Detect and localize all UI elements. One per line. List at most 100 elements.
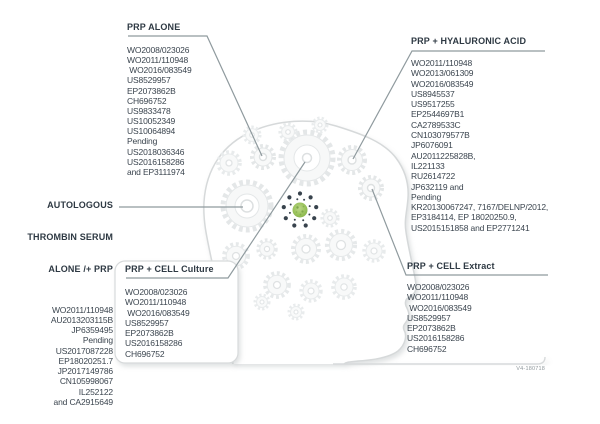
patent-number: CH696752 [125, 348, 165, 359]
patent-number: US2016158286 [127, 156, 185, 167]
version-label: V4-180718 [516, 366, 545, 372]
gear [299, 279, 323, 303]
gear [250, 144, 276, 170]
patent-number: Pending [82, 335, 113, 346]
gear [362, 239, 386, 263]
patent-group-autologous-thrombin-serum: AUTOLOGOUS THROMBIN SERUM ALONE /+ PRP W… [18, 179, 113, 407]
patent-number: CN105998067 [59, 376, 113, 387]
patent-number: WO2011/110948 [51, 304, 113, 315]
patent-number: EP2544697B1 [411, 109, 465, 120]
patent-number: WO2011/110948 [407, 292, 469, 303]
patent-number: CH696752 [407, 343, 447, 354]
leader-line-extract [371, 188, 548, 276]
gear [253, 293, 271, 311]
leader-line-hyaluronic [352, 50, 545, 160]
gear [263, 271, 291, 299]
patent-number: WO2011/110948 [127, 55, 189, 66]
patent-number: Pending [127, 136, 158, 147]
group-title-line: THROMBIN SERUM [27, 231, 113, 242]
patent-number: US2018036346 [127, 146, 185, 157]
patent-number: IL221133 [411, 160, 445, 171]
patent-number: AU2013203115B [50, 314, 113, 325]
gear [220, 179, 274, 233]
group-title-line: AUTOLOGOUS [47, 200, 113, 211]
patent-number: WO2008/023026 [127, 45, 190, 55]
gear [291, 234, 321, 264]
patent-number: WO2013/061309 [411, 68, 474, 79]
patent-number: EP2073862B [407, 323, 456, 334]
gear [320, 208, 340, 228]
patent-number: Pending [411, 191, 442, 202]
patent-number: US8529957 [127, 75, 171, 86]
patent-number: US10052349 [127, 116, 176, 127]
group-title: PRP + CELL Culture [125, 264, 214, 274]
gear [287, 303, 305, 321]
group-title: PRP + CELL Extract [407, 261, 495, 271]
patent-number: IL252122 [78, 386, 113, 397]
prp-cell-icon [281, 191, 319, 228]
patent-number: US2016158286 [407, 333, 465, 344]
gear [311, 116, 329, 134]
gear [331, 274, 357, 300]
gear [278, 129, 336, 187]
patent-number: JP2017149786 [57, 366, 114, 377]
patent-number: JP632119 and [411, 181, 464, 192]
patent-number: US9517255 [411, 99, 455, 110]
patent-number: US8529957 [407, 312, 451, 323]
patent-number: US8529957 [125, 317, 169, 328]
patent-number: WO2011/110948 [411, 58, 473, 68]
patent-number: WO2008/023026 [125, 287, 188, 297]
cell-halo-dots [281, 191, 319, 228]
gear [337, 145, 367, 175]
patent-number: EP18020251.7 [58, 355, 114, 366]
patent-number: EP2073862B [125, 328, 174, 338]
gear [216, 150, 242, 176]
group-title-line: ALONE /+ PRP [48, 263, 113, 274]
patent-number: WO2016/083549 [127, 65, 192, 76]
gear [256, 238, 278, 260]
patent-number: WO2011/110948 [125, 297, 187, 308]
patent-number: and EP3111974 [127, 166, 185, 177]
patent-number: AU2011225828B, [411, 150, 476, 161]
patent-number: and CA2915649 [53, 396, 114, 407]
patent-number: JP6076091 [411, 140, 453, 151]
group-title: PRP ALONE [127, 22, 181, 32]
patent-number: CA2789533C [411, 119, 461, 130]
group-title: AUTOLOGOUS THROMBIN SERUM ALONE /+ PRP [18, 179, 113, 296]
patent-number: KR20130067247, 7167/DELNP/2012, [411, 202, 549, 213]
patent-number: WO2016/083549 [407, 302, 472, 313]
patent-number: JP6359495 [71, 325, 113, 336]
gear [358, 175, 384, 201]
gears-graphic [216, 116, 386, 321]
patent-number: CN103079577B [411, 130, 470, 141]
patent-number: US2016158286 [125, 338, 183, 349]
patent-number: WO2016/083549 [411, 78, 474, 89]
patent-number: EP3184114, EP 18020250.9, [411, 212, 517, 223]
patent-number: WO2008/023026 [407, 282, 470, 292]
patent-number: US2015151858 and EP2771241 [411, 222, 530, 233]
leader-line-prp-alone [128, 35, 263, 157]
leader-line-culture [126, 161, 306, 279]
patent-number: RU2614722 [411, 171, 456, 182]
patent-number: US10064894 [127, 126, 176, 137]
group-title: PRP + HYALURONIC ACID [411, 36, 527, 46]
patent-number: EP2073862B [127, 85, 176, 96]
patent-number: WO2016/083549 [125, 307, 190, 318]
gear [324, 228, 358, 262]
patent-number: US2017087228 [55, 345, 113, 356]
extract-card-outline [333, 356, 546, 365]
culture-card-outline [114, 260, 239, 364]
patent-number: US8945537 [411, 88, 455, 99]
patent-number: CH696752 [127, 95, 167, 106]
